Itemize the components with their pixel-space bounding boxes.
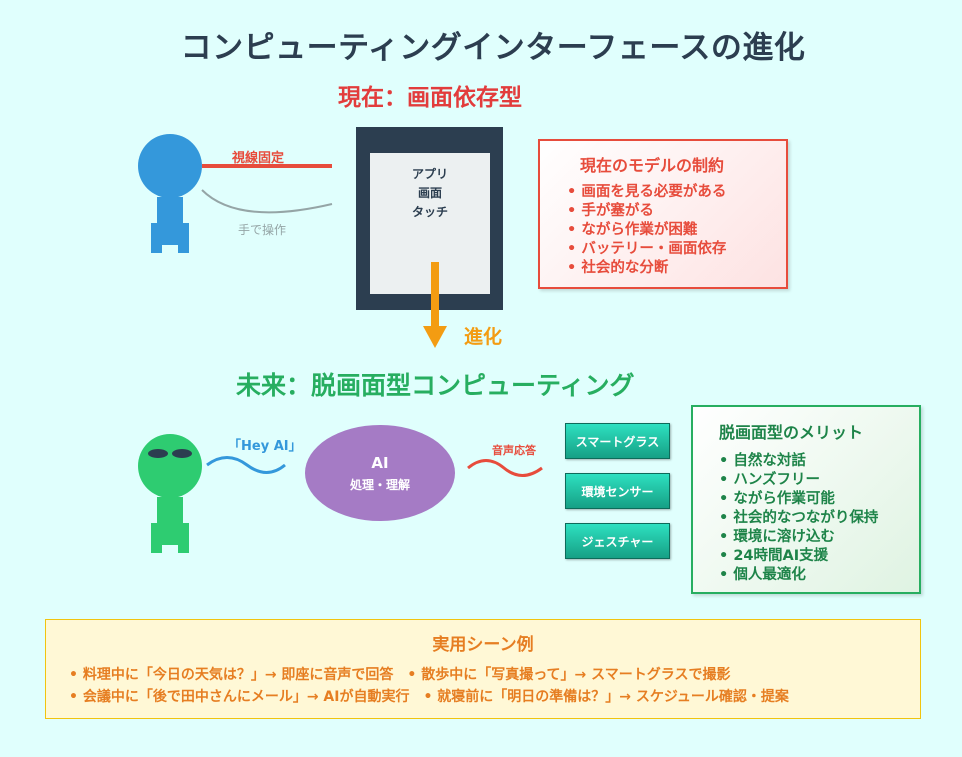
merit-item: • 24時間AI支援 [719,548,829,564]
use-case-line: • 会議中に「後で田中さんにメール」→ AIが自動実行 • 就寝前に「明日の準備… [69,689,789,705]
voice-response-label: 音声応答 [492,444,536,457]
constraints-box: 現在のモデルの制約 • 画面を見る必要がある • 手が塞がる • ながら作業が困… [538,139,788,289]
evolution-label: 進化 [464,326,503,348]
current-section-heading: 現在：画面依存型 [338,85,522,111]
constraints-list: • 画面を見る必要がある • 手が塞がる • ながら作業が困難 • バッテリー・… [567,183,726,278]
environment-sensor-device: 環境センサー [565,473,670,509]
device-line-screen: 画面 [417,186,442,200]
constraint-item: • ながら作業が困難 [567,222,698,238]
ai-title: AI [371,453,389,472]
device-screen: アプリ 画面 タッチ [370,153,490,294]
merit-item: • 個人最適化 [719,567,806,583]
merits-title: 脱画面型のメリット [719,423,864,442]
merits-list: • 自然な対話 • ハンズフリー • ながら作業可能 • 社会的なつながり保持 … [719,452,878,585]
user-leg-left [151,223,163,253]
glasses-lens-right-icon [172,449,192,458]
use-cases-title: 実用シーン例 [432,635,534,655]
evolution-arrow-head-icon [423,326,447,348]
voice-input-wave [206,456,286,474]
constraint-item: • 手が塞がる [567,203,654,219]
page-title: コンピューティングインターフェースの進化 [180,30,806,66]
merit-item: • ながら作業可能 [719,491,835,507]
gaze-line [202,164,332,168]
use-cases-box: 実用シーン例 • 料理中に「今日の天気は？」→ 即座に音声で回答 • 散歩中に「… [45,619,921,719]
merits-box: 脱画面型のメリット • 自然な対話 • ハンズフリー • ながら作業可能 • 社… [691,405,921,594]
glasses-lens-left-icon [148,449,168,458]
constraint-item: • 社会的な分断 [567,260,669,276]
gesture-device: ジェスチャー [565,523,670,559]
ai-subtitle: 処理・理解 [349,477,410,492]
merit-item: • ハンズフリー [719,472,821,488]
device-line-app: アプリ [411,167,448,181]
user-body [157,197,183,225]
evolution-arrow-shaft [431,262,439,328]
user-head [138,134,202,198]
constraints-title: 現在のモデルの制約 [580,156,725,175]
user-leg-right [177,223,189,253]
voice-response-wave [467,459,543,477]
future-section-heading: 未来：脱画面型コンピューティング [236,371,635,400]
voice-input-label: 「Hey AI」 [228,439,302,454]
user-leg-left [151,523,163,553]
merit-item: • 社会的なつながり保持 [719,510,879,526]
hand-operation-curve [201,189,333,214]
user-head [138,434,202,498]
leg-gap [162,245,178,253]
ai-processor: AI 処理・理解 [305,425,455,521]
merit-item: • 環境に溶け込む [719,529,835,545]
hand-operation-label: 手で操作 [238,223,287,237]
smart-glasses-device: スマートグラス [565,423,670,459]
device-line-touch: タッチ [411,205,448,219]
constraint-item: • バッテリー・画面依存 [567,241,727,257]
constraint-item: • 画面を見る必要がある [567,184,727,200]
user-leg-right [177,523,189,553]
gaze-label: 視線固定 [232,151,285,166]
use-case-line: • 料理中に「今日の天気は？」→ 即座に音声で回答 • 散歩中に「写真撮って」→… [69,667,731,683]
merit-item: • 自然な対話 [719,453,806,469]
leg-gap [162,545,178,553]
user-body [157,497,183,525]
